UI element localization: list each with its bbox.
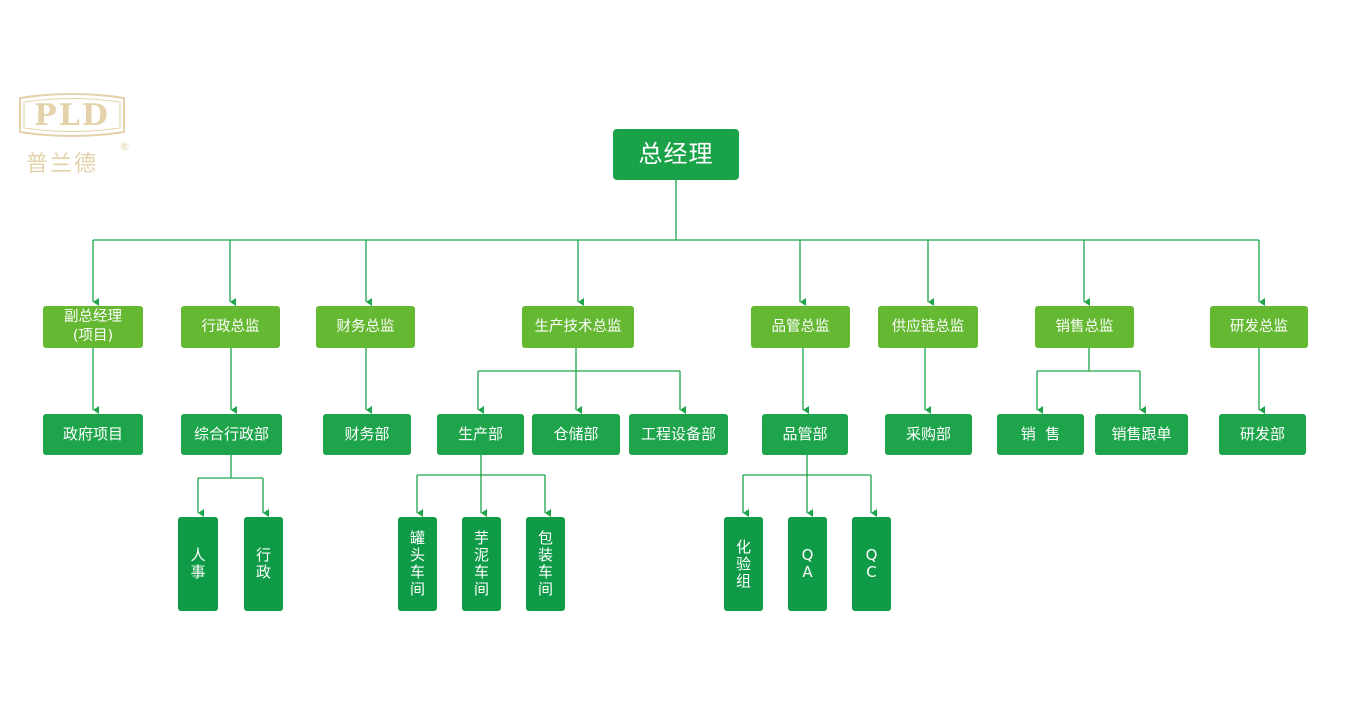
char: 化: [735, 537, 751, 556]
node-hr: 人 事: [178, 517, 218, 611]
company-logo: PLD 普兰德 ®: [16, 92, 146, 182]
logo-mark-text: PLD: [34, 97, 110, 133]
node-rd-director: 研发总监: [1210, 306, 1308, 348]
registered-mark: ®: [119, 140, 130, 153]
node-engineering-dept: 工程设备部: [629, 414, 728, 455]
node-qa: Q A: [788, 517, 827, 611]
char: 头: [409, 546, 425, 564]
node-production-tech-director: 生产技术总监: [522, 306, 634, 348]
node-finance-dept: 财务部: [323, 414, 411, 455]
node-admin-director: 行政总监: [181, 306, 280, 348]
node-sales-followup: 销售跟单: [1095, 414, 1188, 455]
char: 车: [537, 563, 553, 581]
node-production-dept: 生产部: [437, 414, 524, 455]
char: 间: [537, 580, 553, 598]
char: 政: [255, 563, 271, 581]
logo-mark: PLD: [16, 92, 128, 138]
node-admin: 行 政: [244, 517, 283, 611]
node-supply-chain-director: 供应链总监: [878, 306, 978, 348]
node-deputy-gm: 副总经理 (项目): [43, 306, 143, 348]
node-general-admin-dept: 综合行政部: [181, 414, 282, 455]
node-warehouse-dept: 仓储部: [532, 414, 620, 455]
char: 人: [190, 546, 206, 564]
char: 芋: [473, 529, 489, 547]
char: 车: [409, 563, 425, 581]
char: 包: [537, 529, 553, 547]
char: 罐: [409, 529, 425, 547]
node-canning-workshop: 罐 头 车 间: [398, 517, 437, 611]
node-general-manager: 总经理: [613, 129, 739, 180]
char: 验: [735, 554, 751, 573]
node-lab-group: 化 验 组: [724, 517, 763, 611]
char: 间: [473, 580, 489, 598]
node-packaging-workshop: 包 装 车 间: [526, 517, 565, 611]
char: 车: [473, 563, 489, 581]
char: 事: [190, 563, 206, 581]
char: 装: [537, 546, 553, 564]
node-sales-director: 销售总监: [1035, 306, 1134, 348]
node-taro-paste-workshop: 芋 泥 车 间: [462, 517, 501, 611]
char: A: [802, 563, 813, 581]
char: 泥: [473, 546, 489, 564]
char: 间: [409, 580, 425, 598]
char: Q: [801, 546, 814, 564]
node-sales: 销 售: [997, 414, 1084, 455]
char: 组: [735, 571, 751, 590]
node-gov-projects: 政府项目: [43, 414, 143, 455]
char: Q: [865, 546, 878, 564]
node-qc-director: 品管总监: [751, 306, 850, 348]
node-quality-dept: 品管部: [762, 414, 848, 455]
node-rd-dept: 研发部: [1219, 414, 1306, 455]
logo-name: 普兰德: [26, 152, 99, 177]
char: C: [866, 563, 877, 581]
logo-banner-icon: [19, 93, 125, 137]
char: 行: [255, 546, 271, 564]
node-purchasing-dept: 采购部: [885, 414, 972, 455]
node-qc: Q C: [852, 517, 891, 611]
node-finance-director: 财务总监: [316, 306, 415, 348]
